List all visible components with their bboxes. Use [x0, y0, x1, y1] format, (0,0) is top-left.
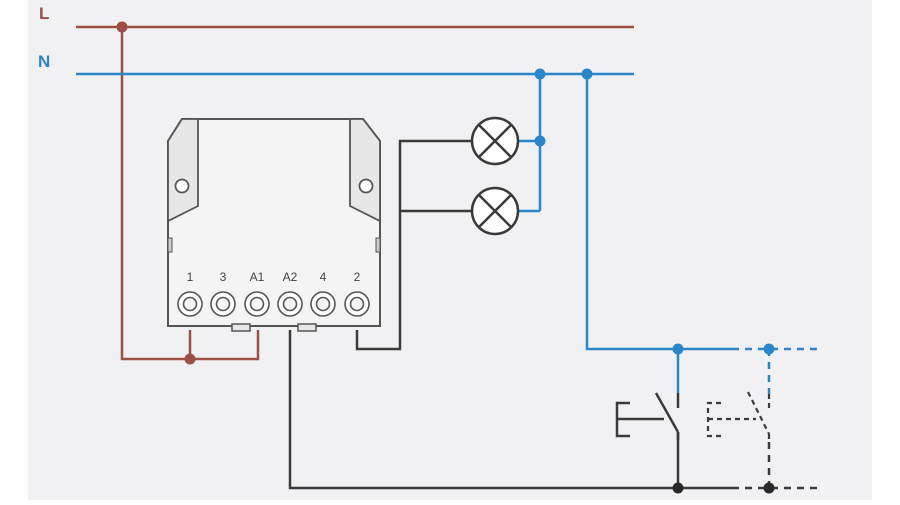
control-junction-extra [763, 482, 775, 494]
relay-module [167, 118, 381, 332]
neutral-junction-extra [763, 343, 775, 355]
terminal-screws [177, 291, 370, 317]
terminal-screw-a1 [244, 291, 270, 317]
terminal-screw-2 [344, 291, 370, 317]
pushbutton-switch [615, 392, 680, 440]
terminal-label-2: 2 [354, 270, 361, 284]
live-junction-bottom [184, 353, 196, 365]
right-mounting-bracket [349, 118, 381, 223]
left-mounting-bracket [167, 118, 199, 223]
neutral-extension-dashed [732, 347, 822, 394]
terminal-label-a1: A1 [250, 270, 265, 284]
load-wiring [288, 139, 732, 490]
terminal-label-a2: A2 [283, 270, 298, 284]
load-wire-lamp1 [355, 139, 472, 351]
neutral-junction-1 [534, 68, 546, 80]
neutral-label: N [38, 52, 50, 71]
left-screw-hole [174, 178, 190, 194]
neutral-junction-2 [581, 68, 593, 80]
neutral-junction-switch [672, 343, 684, 355]
terminal-label-1: 1 [187, 270, 194, 284]
control-wire [288, 330, 732, 490]
pushbutton-switch-extra [706, 391, 771, 444]
lamp-2 [470, 186, 520, 236]
neutral-switch-drop [585, 74, 732, 351]
terminal-label-4: 4 [320, 270, 327, 284]
terminal-screw-a2 [277, 291, 303, 317]
control-junction-switch [672, 482, 684, 494]
terminal-screw-1 [177, 291, 203, 317]
live-junction-top [116, 21, 128, 33]
control-extension-dashed [732, 440, 822, 490]
live-label: L [39, 4, 49, 23]
neutral-junction-lamp [534, 135, 546, 147]
terminal-label-3: 3 [220, 270, 227, 284]
right-screw-hole [358, 178, 374, 194]
terminal-screw-3 [210, 291, 236, 317]
terminal-screw-4 [310, 291, 336, 317]
lamp-1 [470, 116, 520, 166]
